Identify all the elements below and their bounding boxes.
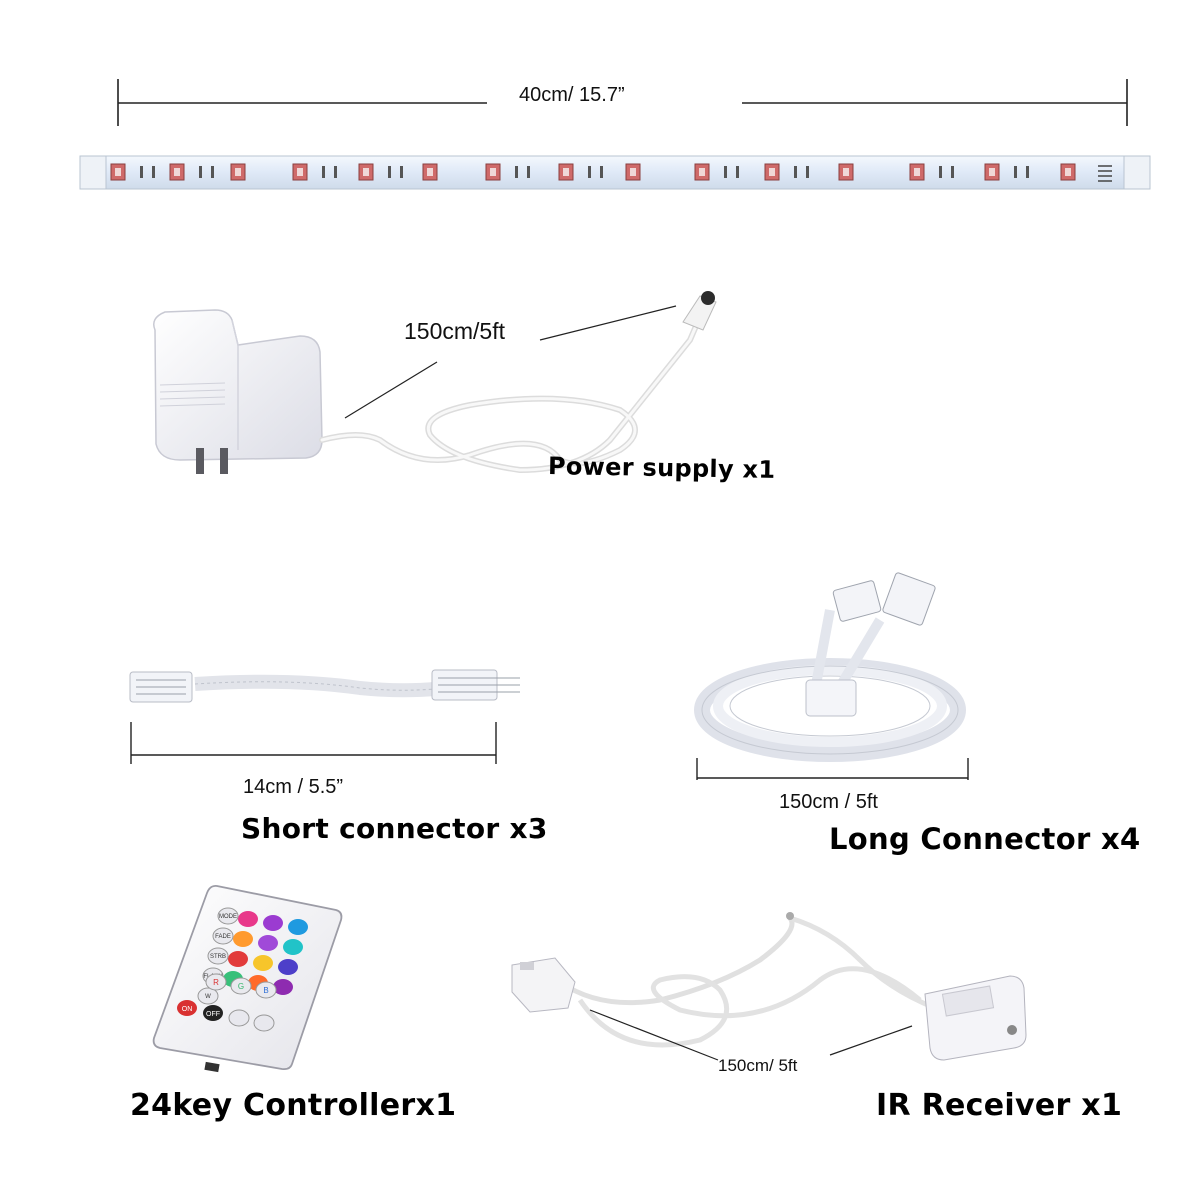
remote-color-key <box>238 911 258 927</box>
strip-resistor <box>322 166 325 178</box>
strip-resistor <box>951 166 954 178</box>
strip-resistor <box>939 166 942 178</box>
strip-resistor <box>600 166 603 178</box>
strip-resistor <box>1014 166 1017 178</box>
remote-controller: MODEFADESTRBFLASHW BGR ON OFF <box>152 884 343 1073</box>
strip-resistor <box>199 166 202 178</box>
strip-dimension-line <box>117 79 1128 126</box>
remote-color-key <box>263 915 283 931</box>
remote-color-key <box>273 979 293 995</box>
short-connector-length-label: 14cm / 5.5” <box>243 776 344 798</box>
strip-resistor <box>794 166 797 178</box>
ir-cable-length-label: 150cm/ 5ft <box>718 1056 798 1075</box>
strip-resistor <box>527 166 530 178</box>
controller-caption: 24key Controllerx1 <box>130 1088 457 1123</box>
strip-resistor <box>515 166 518 178</box>
strip-resistor <box>388 166 391 178</box>
remote-color-key <box>258 935 278 951</box>
short-connector-caption: Short connector x3 <box>241 812 548 845</box>
remote-color-key <box>233 931 253 947</box>
remote-side-key-label: FADE <box>215 934 231 940</box>
remote-color-key <box>283 939 303 955</box>
led-strip-bar <box>79 155 1151 190</box>
long-connector-length-label: 150cm / 5ft <box>779 791 878 813</box>
strip-resistor <box>724 166 727 178</box>
short-connector-dimension-line <box>130 722 497 764</box>
short-connector-cable <box>129 669 520 703</box>
strip-resistor <box>588 166 591 178</box>
power-supply-caption: Power supply x1 <box>547 452 776 484</box>
remote-color-key <box>253 955 273 971</box>
strip-resistor <box>152 166 155 178</box>
ir-receiver <box>511 912 1027 1061</box>
remote-on-key-label: ON <box>182 1006 193 1013</box>
remote-color-key <box>228 951 248 967</box>
remote-rgb-key-label: G <box>238 982 244 991</box>
long-connector-dimension-line <box>696 758 969 780</box>
remote-side-key-label: STRB <box>210 954 226 960</box>
remote-rgb-key-label: R <box>213 978 219 987</box>
strip-resistor <box>211 166 214 178</box>
ir-cable-leader-lines <box>589 1009 913 1061</box>
remote-color-key <box>278 959 298 975</box>
strip-resistor <box>1026 166 1029 178</box>
long-connector-coil <box>694 572 966 762</box>
ir-receiver-caption: IR Receiver x1 <box>876 1088 1123 1123</box>
remote-color-key <box>288 919 308 935</box>
power-adapter <box>153 291 717 474</box>
power-cable-leader-lines <box>344 305 677 419</box>
remote-side-key-label: MODE <box>219 914 237 920</box>
remote-off-key-label: OFF <box>206 1011 220 1018</box>
strip-resistor <box>736 166 739 178</box>
strip-length-label: 40cm/ 15.7” <box>519 84 625 106</box>
power-cable-length-label: 150cm/5ft <box>404 318 505 344</box>
strip-resistor <box>334 166 337 178</box>
strip-resistor <box>140 166 143 178</box>
remote-side-key-label: W <box>205 994 211 1000</box>
strip-resistor <box>806 166 809 178</box>
strip-resistor <box>400 166 403 178</box>
remote-rgb-key-label: B <box>263 986 268 995</box>
long-connector-caption: Long Connector x4 <box>829 822 1141 856</box>
